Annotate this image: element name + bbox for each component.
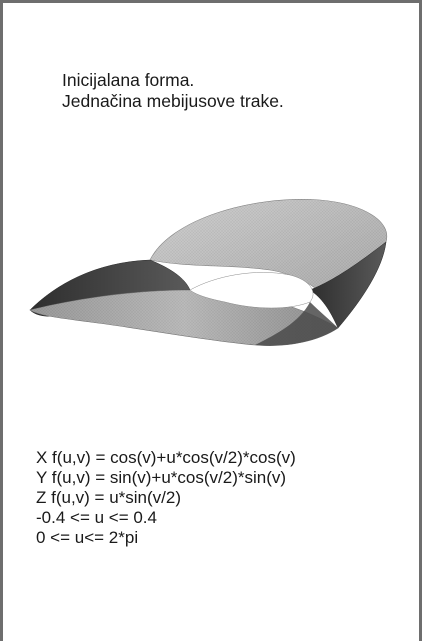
caption-line-2: Jednačina mebijusove trake. [62, 91, 284, 111]
parametric-equations: X f(u,v) = cos(v)+u*cos(v/2)*cos(v) Y f(… [36, 448, 296, 548]
mobius-inner-shade [255, 302, 338, 346]
mobius-center-hole [189, 272, 314, 309]
v-range: 0 <= u<= 2*pi [36, 528, 139, 547]
mobius-dark-right [309, 241, 387, 329]
equation-x: X f(u,v) = cos(v)+u*cos(v/2)*cos(v) [36, 448, 296, 467]
mobius-strip-illustration [29, 199, 388, 346]
figure-caption: Inicijalana forma. Jednačina mebijusove … [62, 70, 284, 112]
u-range: -0.4 <= u <= 0.4 [36, 508, 157, 527]
equation-z: Z f(u,v) = u*sin(v/2) [36, 488, 182, 507]
caption-line-1: Inicijalana forma. [62, 70, 195, 90]
equation-y: Y f(u,v) = sin(v)+u*cos(v/2)*sin(v) [36, 468, 287, 487]
